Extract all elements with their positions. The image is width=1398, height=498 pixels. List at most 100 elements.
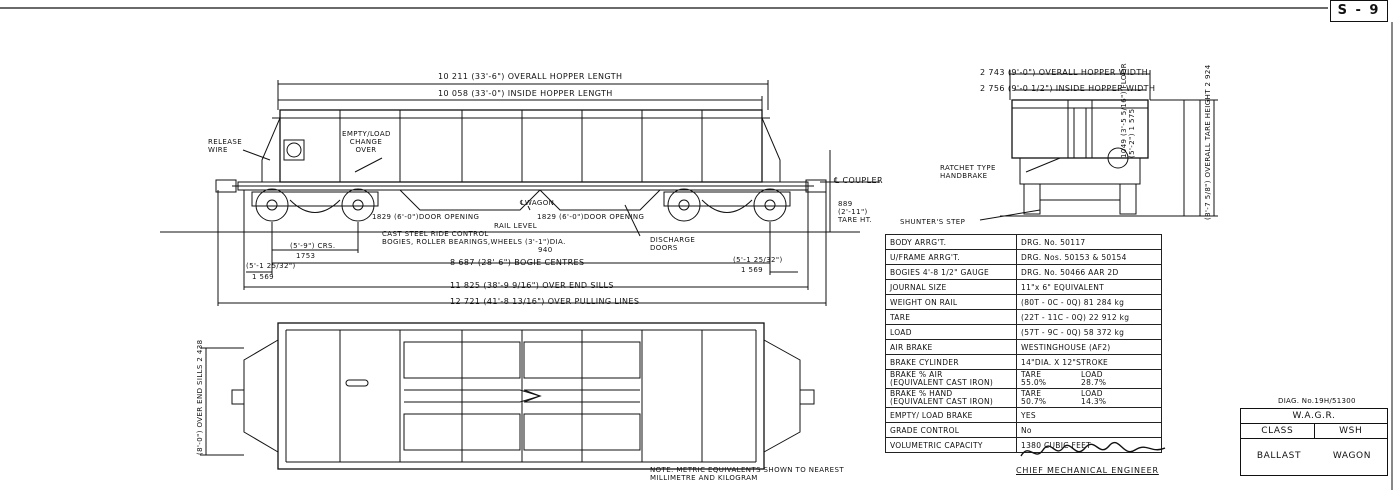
bogie-centres-label: 8 687 (28'-6") BOGIE CENTRES [450, 258, 585, 267]
left-wheelbase-mm: 1 569 [252, 273, 275, 281]
left-wheelbase: (5'-1 25/32") [246, 262, 296, 270]
overall-hopper-length-label: 10 211 (33'-6") OVERALL HOPPER LENGTH [438, 72, 623, 81]
overall-tare-height-label: (8'-7 5/8") OVERALL TARE HEIGHT 2 924 [1204, 64, 1212, 220]
coupler-label: ℄ COUPLER [834, 176, 883, 185]
tare-height-label: 889 (2'-11") TARE HT. [838, 200, 873, 224]
brake-tare-value: 55.0% [1021, 378, 1047, 387]
diagram-number: DIAG. No.19H/51300 [1278, 397, 1356, 405]
spec-key: GRADE CONTROL [885, 422, 1017, 438]
brake-key-1: BRAKE % AIR [890, 370, 943, 379]
title-block: W.A.G.R. CLASS WSH BALLAST WAGON [1240, 408, 1388, 476]
title-class-value: WSH [1339, 426, 1363, 436]
inside-hopper-length-label: 10 058 (33'-0") INSIDE HOPPER LENGTH [438, 89, 613, 98]
overall-hopper-width-label: 2 743 (9'-0") OVERALL HOPPER WIDTH [980, 68, 1149, 77]
spec-row: WEIGHT ON RAIL(80T - 0C - 0Q) 81 284 kg [885, 294, 1162, 310]
spec-key: WEIGHT ON RAIL [885, 294, 1017, 310]
rail-level-label: RAIL LEVEL [494, 222, 537, 230]
brake-key-2: (EQUIVALENT CAST IRON) [890, 378, 994, 387]
title-name-1: BALLAST [1256, 451, 1302, 461]
spec-value: No [1016, 422, 1162, 438]
release-wire-label: RELEASE WIRE [208, 138, 243, 154]
over-pulling-lines-label: 12 721 (41'-8 13/16") OVER PULLING LINES [450, 297, 640, 306]
wheel-dia-mm: 940 [538, 246, 553, 254]
floor-height-label: 1049 (3'-5 5/16") FLOOR (5'-2") 1 575 [1120, 62, 1136, 158]
note-text: NOTE: METRIC EQUIVALENTS SHOWN TO NEARES… [650, 466, 845, 482]
inside-hopper-width-label: 2 756 (9'-0 1/2") INSIDE HOPPER WIDTH [980, 84, 1156, 93]
spec-key: U/FRAME ARRG'T. [885, 249, 1017, 265]
bogie-note-2: BOGIES, ROLLER BEARINGS,WHEELS (3'-1")DI… [382, 238, 566, 246]
spec-value: (22T - 11C - 0Q) 22 912 kg [1016, 309, 1162, 325]
brake-key-1: BRAKE % HAND [890, 389, 953, 398]
right-wheelbase-mm: 1 569 [741, 266, 764, 274]
spec-value: (57T - 9C - 0Q) 58 372 kg [1016, 324, 1162, 340]
spec-key: BRAKE % HAND(EQUIVALENT CAST IRON) [885, 388, 1017, 408]
title-org: W.A.G.R. [1241, 409, 1387, 424]
spec-row: LOAD(57T - 9C - 0Q) 58 372 kg [885, 324, 1162, 340]
door-opening-left-label: 1829 (6'-0")DOOR OPENING [372, 213, 480, 221]
wagon-centre-label: ℄WAGON [520, 199, 555, 207]
brake-load-value: 28.7% [1081, 378, 1107, 387]
spec-value: WESTINGHOUSE (AF2) [1016, 339, 1162, 355]
spec-key: BRAKE CYLINDER [885, 354, 1017, 370]
spec-key: VOLUMETRIC CAPACITY [885, 437, 1017, 453]
brake-key-2: (EQUIVALENT CAST IRON) [890, 397, 994, 406]
door-opening-right-label: 1829 (6'-0")DOOR OPENING [537, 213, 645, 221]
chief-engineer-label: CHIEF MECHANICAL ENGINEER [1016, 466, 1159, 475]
spec-row: BODY ARRG'T.DRG. No. 50117 [885, 234, 1162, 250]
spec-row: TARE(22T - 11C - 0Q) 22 912 kg [885, 309, 1162, 325]
spec-value: YES [1016, 407, 1162, 423]
ratchet-handbrake-label: RATCHET TYPE HANDBRAKE [940, 164, 996, 180]
crs-mm: 1753 [296, 252, 316, 260]
right-wheelbase: (5'-1 25/32") [733, 256, 783, 264]
spec-key: BRAKE % AIR(EQUIVALENT CAST IRON) [885, 369, 1017, 389]
brake-tare-label: TARE [1021, 370, 1042, 379]
plan-view [200, 322, 815, 470]
brake-tare-label: TARE [1021, 389, 1042, 398]
brake-load-value: 14.3% [1081, 397, 1107, 406]
bogie-note-1: CAST STEEL RIDE CONTROL [382, 230, 489, 238]
spec-key: LOAD [885, 324, 1017, 340]
crs-label: (5'-9") CRS. [290, 242, 336, 250]
plan-end-sills-label: (8'-0") OVER END SILLS 2 438 [196, 339, 204, 455]
brake-load-label: LOAD [1081, 389, 1103, 398]
title-name-2: WAGON [1332, 451, 1372, 461]
end-view [979, 70, 1218, 221]
spec-key: AIR BRAKE [885, 339, 1017, 355]
shunters-step-label: SHUNTER'S STEP [900, 218, 966, 226]
over-end-sills-label: 11 825 (38'-9 9/16") OVER END SILLS [450, 281, 614, 290]
title-name-row: BALLAST WAGON [1241, 439, 1387, 473]
brake-tare-value: 50.7% [1021, 397, 1047, 406]
spec-value: 14"DIA. X 12"STROKE [1016, 354, 1162, 370]
title-class-row: CLASS WSH [1241, 424, 1387, 439]
title-class-label: CLASS [1241, 424, 1315, 438]
spec-key: TARE [885, 309, 1017, 325]
spec-value: 11"x 6" EQUIVALENT [1016, 279, 1162, 295]
spec-value: DRG. Nos. 50153 & 50154 [1016, 249, 1162, 265]
signature-scribble [1020, 441, 1166, 457]
spec-key: JOURNAL SIZE [885, 279, 1017, 295]
signature [1015, 440, 1175, 464]
discharge-doors-label: DISCHARGE DOORS [650, 236, 696, 252]
spec-value: (80T - 0C - 0Q) 81 284 kg [1016, 294, 1162, 310]
spec-value: DRG. No. 50117 [1016, 234, 1162, 250]
spec-value: DRG. No. 50466 AAR 2D [1016, 264, 1162, 280]
spec-row: U/FRAME ARRG'T.DRG. Nos. 50153 & 50154 [885, 249, 1162, 265]
sheet-code: S - 9 [1330, 0, 1388, 22]
brake-load-label: LOAD [1081, 370, 1103, 379]
